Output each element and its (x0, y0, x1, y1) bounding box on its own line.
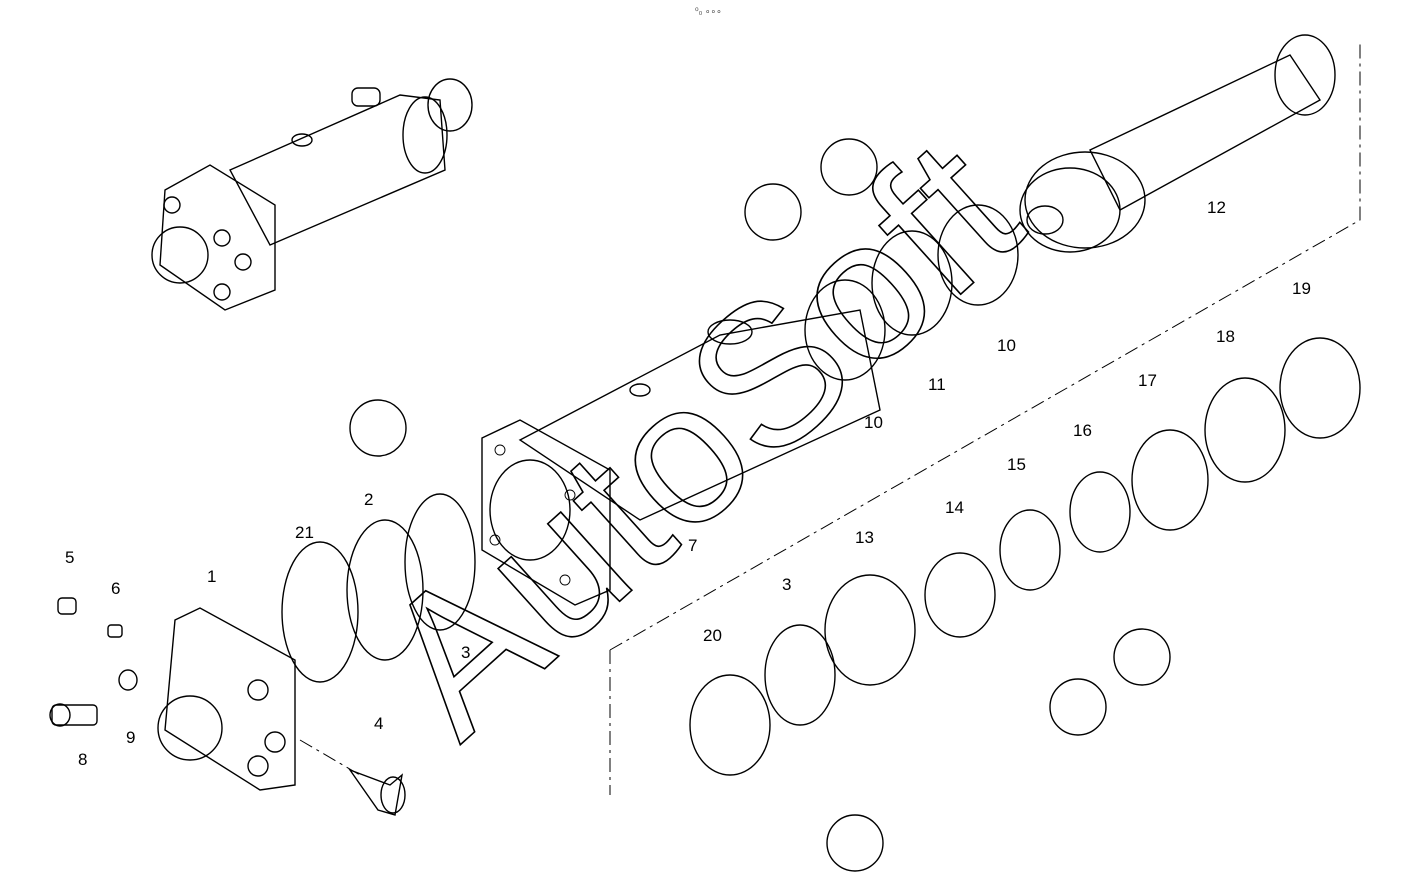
header-mark: ⁰₀ ∘∘∘ (695, 6, 722, 16)
part-label: 6 (111, 579, 120, 598)
part-label: 2 (364, 490, 373, 509)
part-label: 19 (1292, 279, 1311, 298)
part-label: 3 (782, 575, 791, 594)
part-label: 4 (374, 714, 383, 733)
watermark: AutoSoft (340, 98, 1059, 777)
part-label: 17 (1138, 371, 1157, 390)
part-label: 10 (997, 336, 1016, 355)
part-label: 13 (855, 528, 874, 547)
callout-bubbles (349, 138, 1171, 872)
part-label: 3 (461, 643, 470, 662)
rings-upper (804, 204, 1019, 381)
rings-lower (689, 337, 1361, 776)
part-label: 21 (295, 523, 314, 542)
part-label: 8 (78, 750, 87, 769)
part-label: 14 (945, 498, 964, 517)
part-label: 10 (864, 413, 883, 432)
part-label: 12 (1207, 198, 1226, 217)
cylinder-body-7 (481, 309, 881, 606)
part-label: 16 (1073, 421, 1092, 440)
part-label: 20 (703, 626, 722, 645)
part-label: 9 (126, 728, 135, 747)
assembled-cylinder (151, 78, 473, 311)
part-label: 5 (65, 548, 74, 567)
part-label: 1 (207, 567, 216, 586)
part-label: 7 (688, 536, 697, 555)
small-parts (49, 597, 406, 816)
part-label: 11 (928, 375, 946, 394)
part-label: 18 (1216, 327, 1235, 346)
centerlines (299, 40, 1361, 795)
rings-left (281, 493, 476, 683)
part-label: 15 (1007, 455, 1026, 474)
piston-rod-12 (1019, 34, 1336, 253)
end-block-1 (157, 607, 296, 791)
part-labels: 1 2 21 3 3 4 5 6 7 8 9 10 10 11 12 13 14… (65, 198, 1311, 769)
